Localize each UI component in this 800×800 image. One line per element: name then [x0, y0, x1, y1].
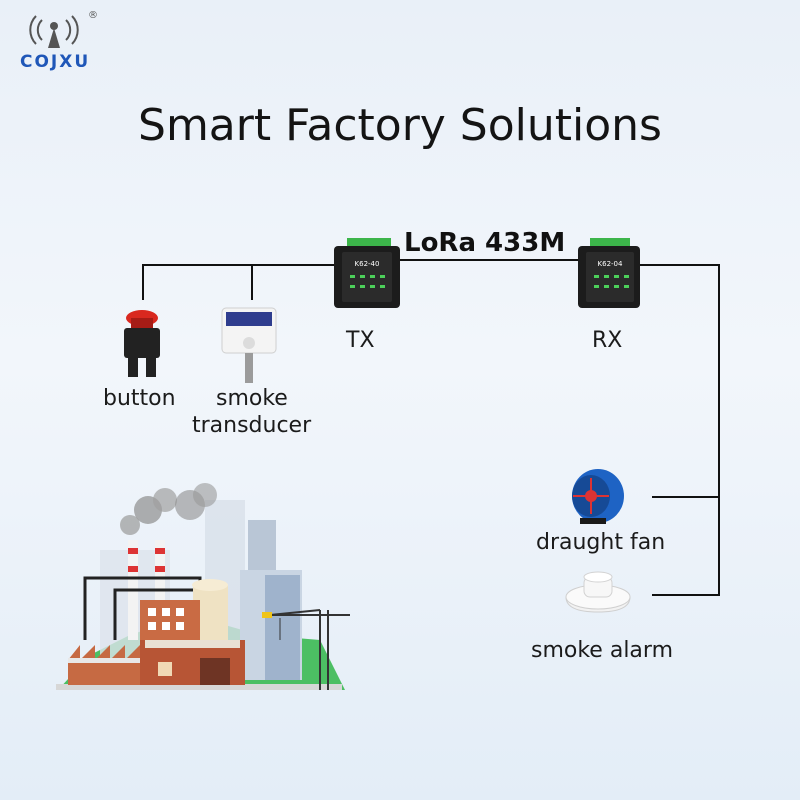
brand-logo: ® COJXU: [14, 10, 114, 74]
button-label: button: [103, 386, 176, 411]
draught-fan-label: draught fan: [536, 530, 666, 555]
smoke-transducer-icon: [221, 307, 277, 383]
brand-name: COJXU: [20, 52, 91, 72]
rx-label: RX: [592, 328, 623, 353]
tx-device: K62-40: [334, 238, 400, 308]
registered-mark: ®: [88, 10, 98, 21]
tx-model: K62-40: [355, 260, 380, 268]
emergency-button-icon: [124, 310, 160, 377]
wires: [142, 259, 720, 596]
rx-model: K62-04: [598, 260, 623, 268]
tx-label: TX: [346, 328, 375, 353]
wire-rx-alarm: [640, 264, 720, 596]
signal-antenna-icon: [29, 15, 79, 48]
factory-illustration: [56, 483, 350, 690]
transducer-label: transducer: [192, 413, 312, 438]
lora-link-label: LoRa 433M: [404, 228, 566, 258]
smoke-alarm-icon: [565, 571, 631, 613]
wire-tx-button: [142, 264, 334, 300]
rx-device: K62-04: [578, 238, 640, 308]
draught-fan-icon: [572, 469, 624, 524]
smoke-alarm-label: smoke alarm: [531, 638, 674, 663]
smoke-label: smoke: [216, 386, 288, 411]
page-title: Smart Factory Solutions: [138, 100, 662, 151]
